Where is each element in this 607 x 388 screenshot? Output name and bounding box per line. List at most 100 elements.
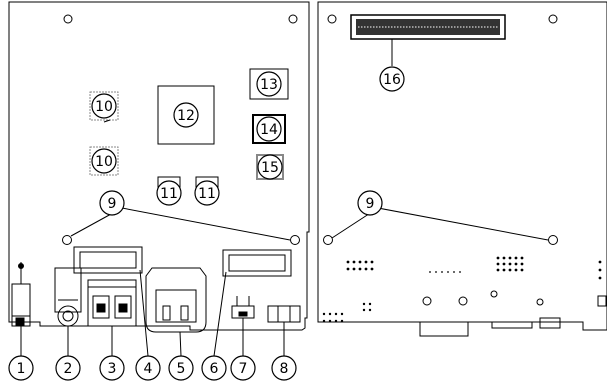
callout-c5: 5 bbox=[168, 355, 194, 381]
pad-dot bbox=[447, 271, 449, 273]
pad-dot bbox=[358, 267, 362, 271]
pad-dot bbox=[520, 262, 524, 266]
mount-hole-9a bbox=[62, 235, 72, 245]
callout-label: 9 bbox=[366, 196, 375, 212]
callout-c12: 12 bbox=[173, 102, 199, 128]
callout-c14: 14 bbox=[256, 116, 282, 142]
mount-hole bbox=[63, 14, 73, 24]
pad-dot bbox=[441, 271, 443, 273]
left-board-outline bbox=[8, 1, 310, 331]
chip-12 bbox=[157, 85, 215, 145]
pad-dot bbox=[514, 262, 518, 266]
callout-c4: 4 bbox=[135, 355, 161, 381]
pad-dot bbox=[340, 312, 344, 316]
pad-dot bbox=[346, 267, 350, 271]
callout-c10a: 10 bbox=[91, 93, 117, 119]
pad-dot bbox=[370, 260, 374, 264]
callout-label: 10 bbox=[95, 154, 113, 170]
chip-10b bbox=[89, 146, 119, 176]
callout-label: 13 bbox=[260, 77, 278, 93]
callout-label: 2 bbox=[64, 361, 73, 377]
switch-1 bbox=[11, 262, 31, 327]
pad-dot bbox=[453, 271, 455, 273]
pad-dot bbox=[328, 312, 332, 316]
pad-dot bbox=[514, 256, 518, 260]
callout-label: 3 bbox=[108, 361, 117, 377]
pad-dot bbox=[508, 256, 512, 260]
pad-dot bbox=[429, 271, 431, 273]
pad-dot bbox=[352, 260, 356, 264]
callout-c9a: 9 bbox=[99, 190, 125, 216]
callout-label: 6 bbox=[210, 361, 219, 377]
right-board-details bbox=[419, 290, 607, 337]
pad-dot bbox=[520, 256, 524, 260]
callout-c11a: 11 bbox=[156, 180, 182, 206]
callout-label: 14 bbox=[260, 122, 278, 138]
chip-14 bbox=[252, 114, 286, 144]
callout-c13: 13 bbox=[256, 71, 282, 97]
callout-c16: 16 bbox=[379, 66, 405, 92]
mount-hole bbox=[288, 14, 298, 24]
mount-hole bbox=[548, 14, 558, 24]
connector-16 bbox=[350, 14, 506, 40]
callout-label: 4 bbox=[144, 361, 153, 377]
pad-dot bbox=[508, 268, 512, 272]
callout-c15: 15 bbox=[257, 154, 283, 180]
callout-c6: 6 bbox=[201, 355, 227, 381]
pad-dot bbox=[328, 319, 332, 323]
right-board-outline bbox=[317, 1, 607, 331]
pad-dot bbox=[520, 268, 524, 272]
callout-label: 15 bbox=[261, 160, 279, 176]
pad-dot bbox=[502, 262, 506, 266]
right-board-dots bbox=[322, 256, 602, 323]
mount-hole-9d bbox=[548, 235, 558, 245]
callout-label: 16 bbox=[383, 72, 401, 88]
pad-dot bbox=[598, 260, 602, 264]
terminal-8 bbox=[267, 305, 301, 323]
pad-dot bbox=[368, 302, 372, 306]
chip-10a bbox=[89, 91, 119, 121]
pad-dot bbox=[334, 312, 338, 316]
pad-dot bbox=[496, 256, 500, 260]
pad-dot bbox=[459, 271, 461, 273]
header-4 bbox=[73, 246, 143, 274]
pad-dot bbox=[322, 312, 326, 316]
callout-c3: 3 bbox=[99, 355, 125, 381]
pad-dot bbox=[435, 271, 437, 273]
pad-dot bbox=[598, 268, 602, 272]
callout-c1: 1 bbox=[8, 355, 34, 381]
pad-dot bbox=[334, 319, 338, 323]
pad-dot bbox=[358, 260, 362, 264]
chip-13 bbox=[249, 68, 289, 100]
callout-label: 1 bbox=[17, 361, 26, 377]
callout-c11b: 11 bbox=[194, 180, 220, 206]
pad-dot bbox=[362, 308, 366, 312]
callout-c9b: 9 bbox=[357, 190, 383, 216]
pad-dot bbox=[368, 308, 372, 312]
callout-label: 12 bbox=[177, 108, 195, 124]
pad-dot bbox=[502, 256, 506, 260]
callout-c2: 2 bbox=[55, 355, 81, 381]
callout-label: 10 bbox=[95, 99, 113, 115]
callout-c10b: 10 bbox=[91, 148, 117, 174]
pad-dot bbox=[496, 262, 500, 266]
pad-dot bbox=[322, 319, 326, 323]
pad-dot bbox=[340, 319, 344, 323]
callout-label: 11 bbox=[198, 186, 216, 202]
callout-label: 9 bbox=[108, 196, 117, 212]
mount-hole bbox=[327, 14, 337, 24]
pad-dot bbox=[508, 262, 512, 266]
usb-3 bbox=[87, 279, 137, 327]
pad-dot bbox=[352, 267, 356, 271]
callout-c8: 8 bbox=[271, 355, 297, 381]
pad-dot bbox=[496, 268, 500, 272]
callout-c7: 7 bbox=[230, 355, 256, 381]
rj45-5 bbox=[145, 267, 207, 333]
pad-dot bbox=[364, 260, 368, 264]
callout-label: 8 bbox=[280, 361, 289, 377]
callout-label: 5 bbox=[177, 361, 186, 377]
pad-dot bbox=[362, 302, 366, 306]
